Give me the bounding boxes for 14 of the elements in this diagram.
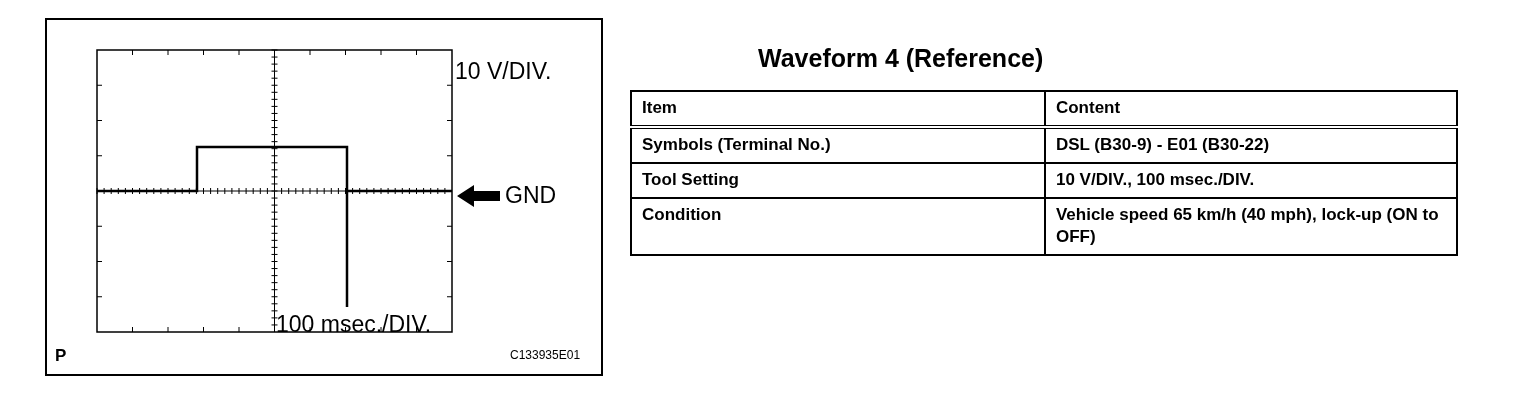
table-cell: DSL (B30-9) - E01 (B30-22) <box>1044 127 1457 163</box>
view-mark: P <box>55 346 67 366</box>
table-cell: Condition <box>631 198 1045 255</box>
scale-label: 10 V/DIV. <box>455 58 552 85</box>
header-cell: Item <box>631 91 1045 127</box>
table-cell: Symbols (Terminal No.) <box>631 127 1045 163</box>
table-title: Waveform 4 (Reference) <box>758 44 1044 73</box>
scale-label: 100 msec./DIV. <box>276 311 432 338</box>
table-cell: 10 V/DIV., 100 msec./DIV. <box>1044 163 1457 198</box>
ground-label: GND <box>505 182 557 209</box>
table-cell: Vehicle speed 65 km/h (40 mph), lock-up (ON to OFF) <box>1044 198 1457 255</box>
table-cell: Tool Setting <box>631 163 1045 198</box>
figure-code: C133935E01 <box>510 348 581 362</box>
header-cell: Content <box>1044 91 1457 127</box>
